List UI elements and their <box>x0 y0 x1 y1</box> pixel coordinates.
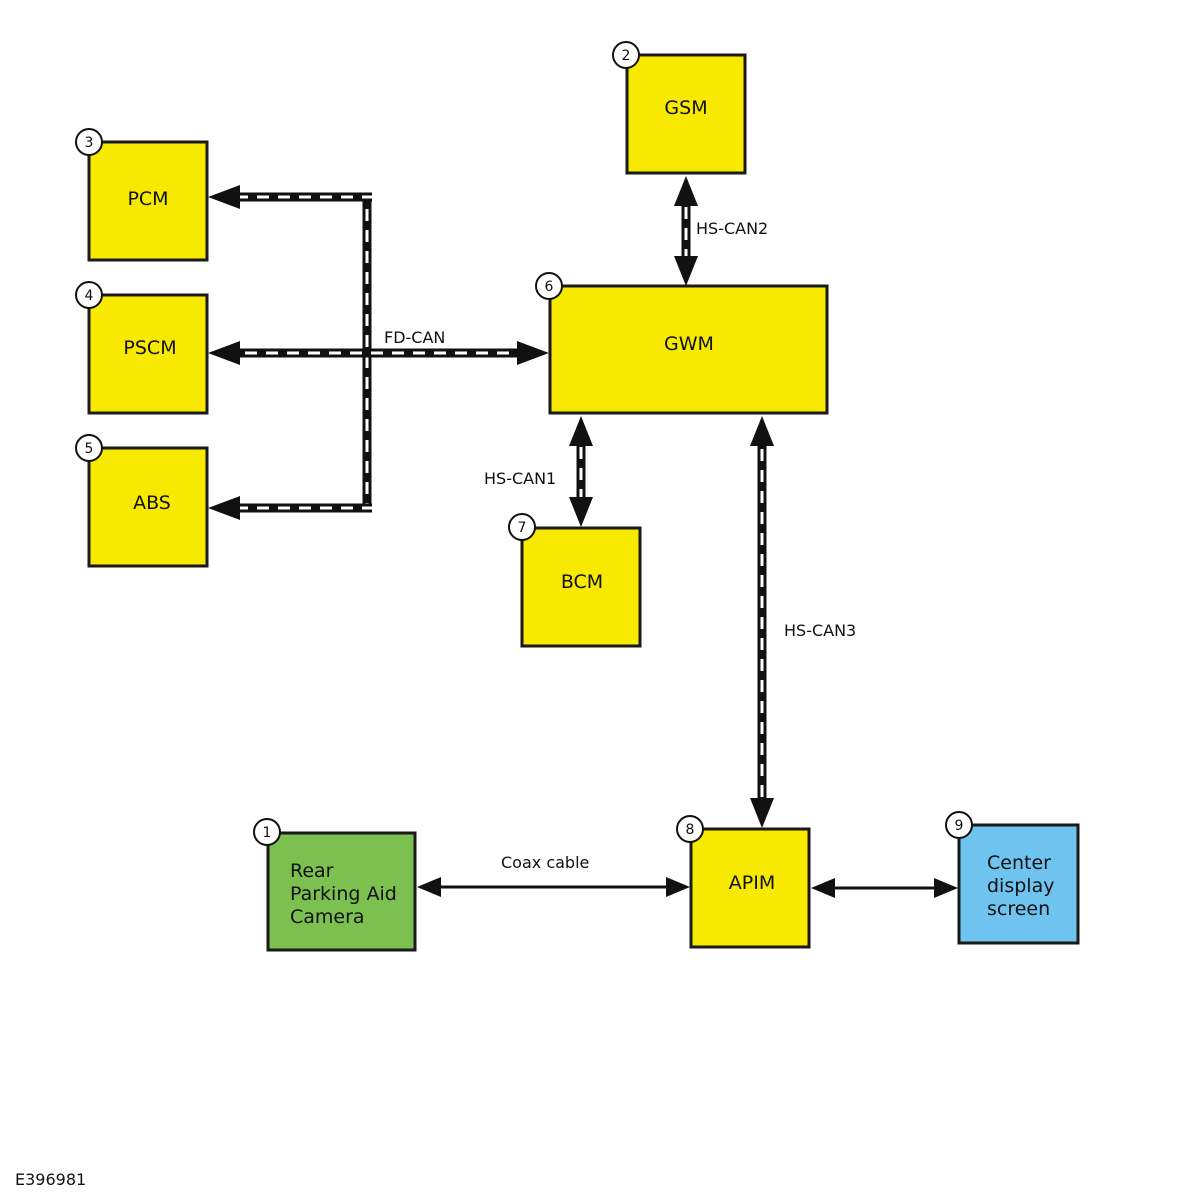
number-badge-text: 1 <box>263 825 272 841</box>
pscm-label: PSCM <box>123 337 176 359</box>
abs-label: ABS <box>133 492 171 514</box>
number-badge-text: 4 <box>85 288 94 304</box>
number-badge-text: 7 <box>518 520 527 536</box>
number-badge <box>508 513 536 541</box>
coax-cable <box>417 877 690 897</box>
bcm-label: BCM <box>561 571 603 593</box>
pcm-label: PCM <box>127 188 168 210</box>
module-abs: ABS 5 <box>75 434 209 568</box>
number-badge-text: 3 <box>85 135 94 151</box>
number-badge-text: 9 <box>955 818 964 834</box>
arrowhead-pcm <box>208 185 240 209</box>
number-badge-text: 8 <box>686 822 695 838</box>
gsm-label: GSM <box>664 97 707 119</box>
number-badge <box>676 815 704 843</box>
number-badge <box>75 128 103 156</box>
module-pcm: PCM 3 <box>75 128 209 262</box>
hs-can2-label: HS-CAN2 <box>696 219 768 238</box>
number-badge <box>75 281 103 309</box>
module-rear-camera: Rear Parking Aid Camera 1 <box>253 818 417 952</box>
hs-can3-bus <box>750 416 774 828</box>
number-badge <box>253 818 281 846</box>
number-badge <box>75 434 103 462</box>
display-label-line3: screen <box>987 898 1050 920</box>
apim-label: APIM <box>729 872 775 894</box>
hs-can2-bus <box>674 176 698 286</box>
display-label-line2: display <box>987 875 1054 897</box>
number-badge <box>535 272 563 300</box>
figure-id: E396981 <box>15 1170 86 1189</box>
gwm-label: GWM <box>664 333 714 355</box>
number-badge-text: 6 <box>545 279 554 295</box>
arrowhead-pscm <box>208 341 240 365</box>
coax-label: Coax cable <box>501 853 589 872</box>
arrowhead-gwm-fd <box>517 341 549 365</box>
module-gsm: GSM 2 <box>612 41 747 175</box>
hs-can1-label: HS-CAN1 <box>484 469 556 488</box>
fd-can-bus <box>208 185 549 520</box>
camera-label-line3: Camera <box>290 906 365 928</box>
camera-label-line1: Rear <box>290 860 334 882</box>
number-badge <box>612 41 640 69</box>
module-gwm: GWM 6 <box>535 272 829 415</box>
arrowhead-abs <box>208 496 240 520</box>
fd-can-label: FD-CAN <box>384 328 445 347</box>
module-bcm: BCM 7 <box>508 513 642 648</box>
hs-can1-bus <box>569 416 593 527</box>
module-pscm: PSCM 4 <box>75 281 209 415</box>
number-badge-text: 5 <box>85 441 94 457</box>
apim-display-link <box>811 878 958 898</box>
module-apim: APIM 8 <box>676 815 811 949</box>
number-badge-text: 2 <box>622 48 631 64</box>
module-center-display: Center display screen 9 <box>945 811 1080 945</box>
hs-can3-label: HS-CAN3 <box>784 621 856 640</box>
number-badge <box>945 811 973 839</box>
camera-label-line2: Parking Aid <box>290 883 397 905</box>
display-label-line1: Center <box>987 852 1051 874</box>
